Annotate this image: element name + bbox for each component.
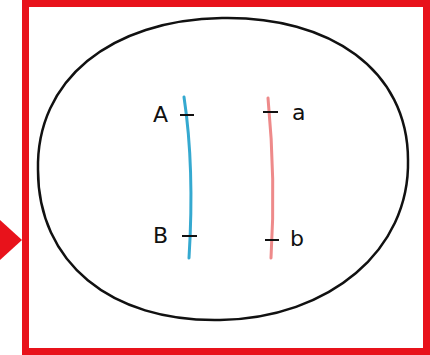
arrow-tip — [0, 220, 22, 260]
chromosome-blue — [184, 97, 191, 258]
cell-outline — [38, 18, 408, 320]
gene-label: a — [292, 102, 305, 124]
locus-tick — [263, 111, 278, 113]
locus-tick — [180, 114, 194, 116]
gene-label: A — [153, 104, 168, 126]
frame — [26, 4, 427, 352]
gene-label: b — [290, 228, 304, 250]
gene-label: B — [153, 225, 168, 247]
locus-tick — [182, 235, 197, 237]
chromosome-pink — [268, 98, 273, 258]
locus-tick — [265, 239, 279, 241]
